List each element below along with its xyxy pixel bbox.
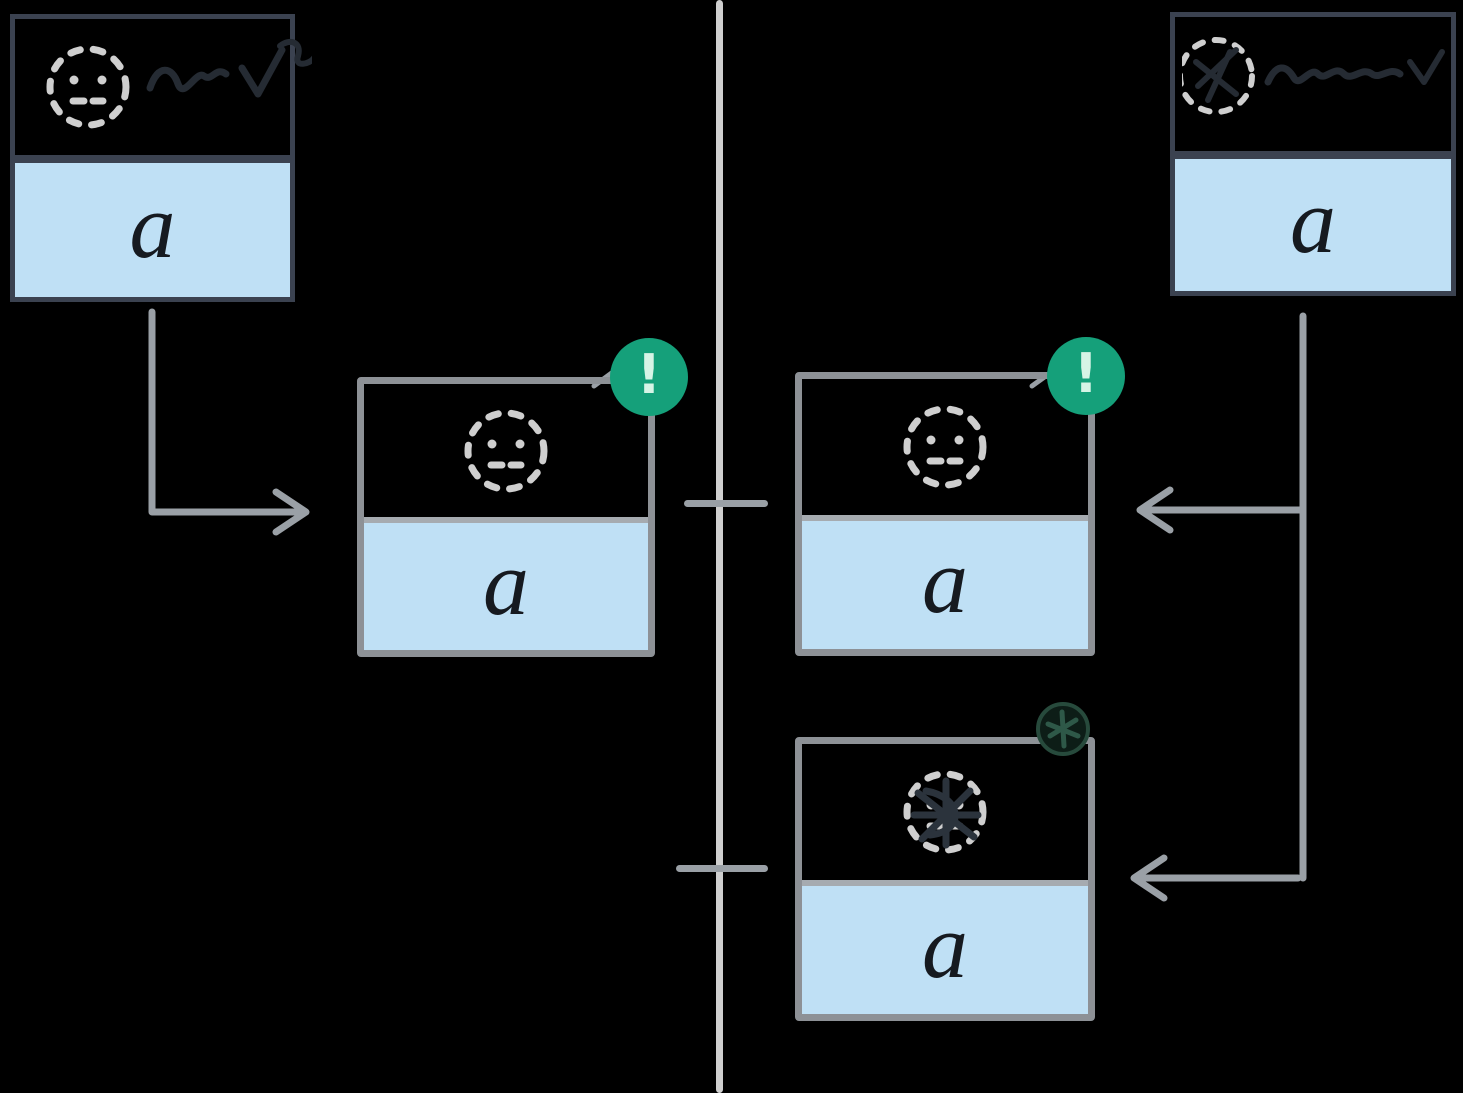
cell-label: a [922, 895, 968, 997]
right-result-bottom-body: a [802, 880, 1088, 1014]
right-result-top-head [802, 379, 1088, 515]
right-source-cell: a [1170, 12, 1456, 296]
alert-badge: ! [610, 338, 688, 416]
scribbled-badge [1036, 702, 1090, 756]
cell-label: a [129, 175, 176, 277]
arrowhead-icon [272, 488, 310, 536]
left-result-cell: a [357, 377, 655, 657]
right-result-cell-top: a [795, 372, 1095, 656]
right-result-top-body: a [802, 515, 1088, 649]
divider-line [716, 0, 723, 1093]
left-source-cell: a [10, 14, 295, 302]
right-source-head [1175, 17, 1451, 151]
pending-face-icon [461, 406, 551, 496]
cell-label: a [483, 531, 529, 634]
cell-label: a [1290, 170, 1336, 272]
left-result-head [364, 384, 648, 517]
right-result-cell-bottom: a [795, 737, 1095, 1021]
left-source-body: a [15, 155, 290, 297]
arrowhead-icon [1136, 486, 1174, 534]
pending-face-icon [900, 402, 990, 492]
left-source-head [15, 19, 290, 155]
flow-arrow-left [148, 308, 304, 516]
pending-face-icon [43, 42, 133, 132]
alert-badge-mark: ! [1073, 341, 1099, 405]
divider-tick [684, 500, 768, 507]
divider-tick [676, 865, 768, 872]
scribble-icon [1045, 709, 1081, 749]
scribbled-face-icon [900, 767, 990, 857]
alert-badge-mark: ! [636, 342, 662, 406]
left-result-body: a [364, 517, 648, 650]
right-result-bottom-head [802, 744, 1088, 880]
right-source-body: a [1175, 151, 1451, 291]
cell-label: a [922, 530, 968, 632]
alert-badge: ! [1047, 337, 1125, 415]
arrowhead-icon [1130, 854, 1168, 902]
